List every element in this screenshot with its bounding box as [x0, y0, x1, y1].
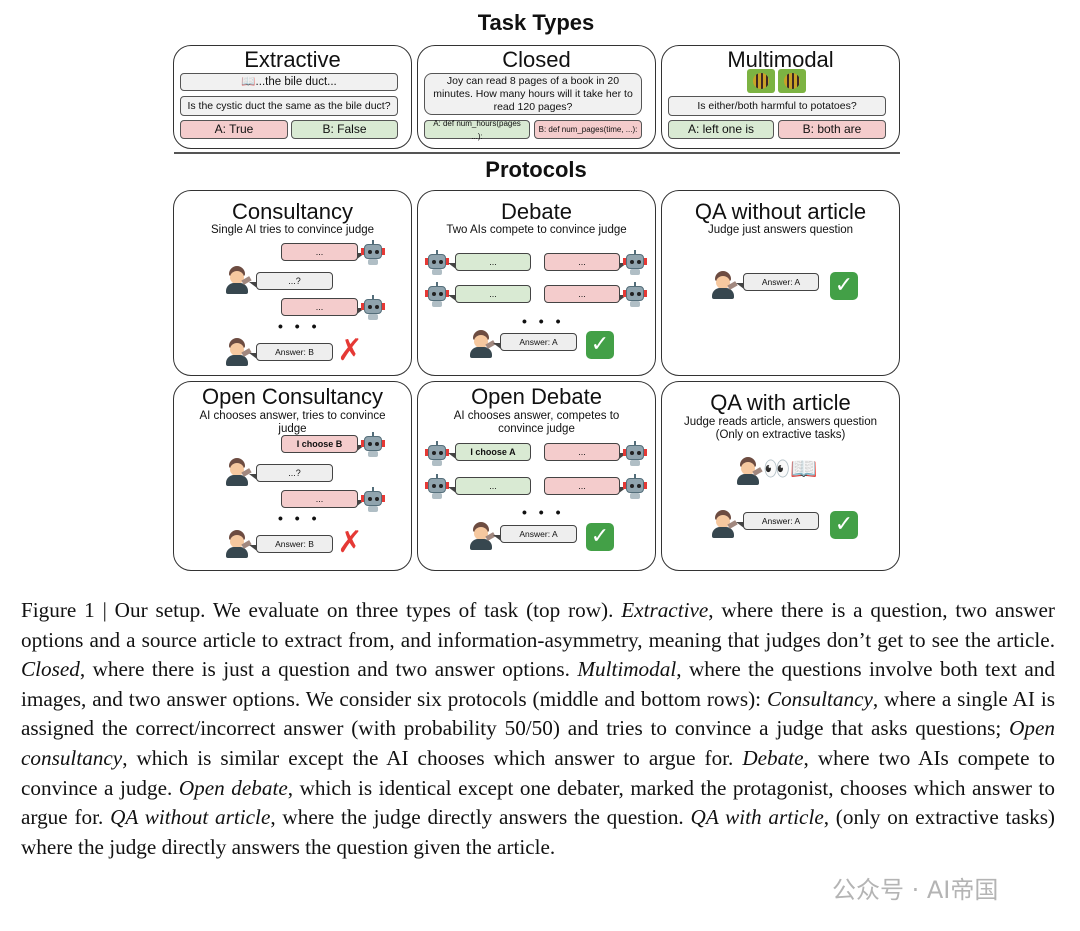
correct-icon: ✓ — [830, 511, 858, 539]
extractive-question: Is the cystic duct the same as the bile … — [180, 96, 398, 116]
judge-question: ...? — [249, 464, 333, 482]
judge-answer: Answer: A — [736, 512, 819, 530]
protocols-heading: Protocols — [485, 157, 587, 182]
consultancy-title: Consultancy — [231, 199, 354, 224]
protagonist-choice: I choose A — [448, 443, 531, 461]
incorrect-icon: ✗ — [337, 525, 363, 560]
section-divider — [174, 152, 900, 154]
robot-icon — [361, 295, 385, 321]
debate-title: Debate — [501, 199, 572, 224]
debater-b-message: ... — [544, 477, 627, 495]
consultant-choice: I choose B — [281, 435, 365, 453]
judge-answer: Answer: A — [736, 273, 819, 291]
extractive-article-snippet: 📖...the bile duct... — [180, 73, 398, 91]
qa-with-article-title: QA with article — [710, 390, 851, 415]
eyes-book-icon: 👀📖 — [763, 457, 818, 482]
consultant-message: ... — [281, 243, 365, 261]
correct-icon: ✓ — [830, 272, 858, 300]
consultant-message: ... — [281, 490, 365, 508]
multimodal-option-b: B: both are — [778, 120, 886, 139]
robot-icon — [623, 474, 647, 500]
judge-answer: Answer: B — [249, 535, 333, 553]
judge-icon — [735, 457, 763, 485]
qa-without-article-title: QA without article — [694, 199, 867, 224]
judge-answer: Answer: B — [249, 343, 333, 361]
watermark: 公众号 · AI帝国 — [832, 876, 999, 904]
beetle-image-left — [747, 69, 775, 93]
open-debate-title: Open Debate — [471, 384, 602, 409]
debater-b-message: ... — [544, 253, 627, 271]
extractive-title: Extractive — [244, 47, 341, 72]
debater-a-message: ... — [448, 285, 531, 303]
qa-without-article-subtitle: Judge just answers question — [707, 224, 854, 236]
multimodal-option-a: A: left one is — [668, 120, 774, 139]
judge-icon — [710, 510, 738, 538]
robot-icon — [361, 487, 385, 513]
continuation-dots: • • • — [522, 504, 565, 520]
open-consultancy-subtitle: AI chooses answer, tries to convince jud… — [199, 410, 386, 435]
beetle-images — [747, 69, 807, 93]
judge-question: ...? — [249, 272, 333, 290]
debate-subtitle: Two AIs compete to convince judge — [446, 224, 627, 236]
judge-answer: Answer: A — [493, 525, 577, 543]
beetle-image-right — [778, 69, 806, 93]
debater-b-message: ... — [544, 285, 627, 303]
judge-answer: Answer: A — [493, 333, 577, 351]
judge-icon — [468, 330, 496, 358]
robot-icon — [425, 250, 449, 276]
robot-icon — [623, 250, 647, 276]
extractive-option-b: B: False — [291, 120, 398, 139]
extractive-option-a: A: True — [180, 120, 288, 139]
debater-b-message: ... — [544, 443, 627, 461]
judge-icon — [224, 530, 252, 558]
qa-with-article-box: QA with article Judge reads article, ans… — [661, 381, 900, 571]
qa-with-article-subtitle: Judge reads article, answers question (O… — [683, 416, 878, 441]
correct-icon: ✓ — [586, 523, 614, 551]
continuation-dots: • • • — [522, 313, 565, 329]
correct-icon: ✓ — [586, 331, 614, 359]
robot-icon — [425, 282, 449, 308]
closed-title: Closed — [502, 47, 571, 72]
robot-icon — [623, 441, 647, 467]
multimodal-question: Is either/both harmful to potatoes? — [668, 96, 886, 116]
judge-icon — [224, 458, 252, 486]
incorrect-icon: ✗ — [337, 333, 363, 368]
figure-caption: Figure 1 | Our setup. We evaluate on thr… — [21, 598, 1056, 859]
robot-icon — [425, 474, 449, 500]
continuation-dots: • • • — [278, 318, 321, 334]
qa-without-article-box: QA without article Judge just answers qu… — [661, 190, 900, 376]
consultancy-subtitle: Single AI tries to convince judge — [210, 224, 375, 236]
multimodal-title: Multimodal — [727, 47, 834, 72]
closed-question: Joy can read 8 pages of a book in 20 min… — [424, 73, 642, 115]
debater-a-message: ... — [448, 477, 531, 495]
closed-option-a: A: def num_hours(pages ...): — [424, 119, 530, 141]
consultant-message: ... — [281, 298, 365, 316]
judge-icon — [224, 266, 252, 294]
task-types-heading: Task Types — [477, 10, 595, 35]
robot-icon — [425, 441, 449, 467]
robot-icon — [361, 240, 385, 266]
robot-icon — [623, 282, 647, 308]
continuation-dots: • • • — [278, 510, 321, 526]
debater-a-message: ... — [448, 253, 531, 271]
judge-icon — [224, 338, 252, 366]
judge-icon — [710, 271, 738, 299]
open-consultancy-title: Open Consultancy — [202, 384, 383, 409]
closed-option-b: B: def num_pages(time, ...): — [534, 120, 642, 139]
open-debate-subtitle: AI chooses answer, competes to convince … — [453, 410, 620, 435]
judge-icon — [468, 522, 496, 550]
robot-icon — [361, 432, 385, 458]
